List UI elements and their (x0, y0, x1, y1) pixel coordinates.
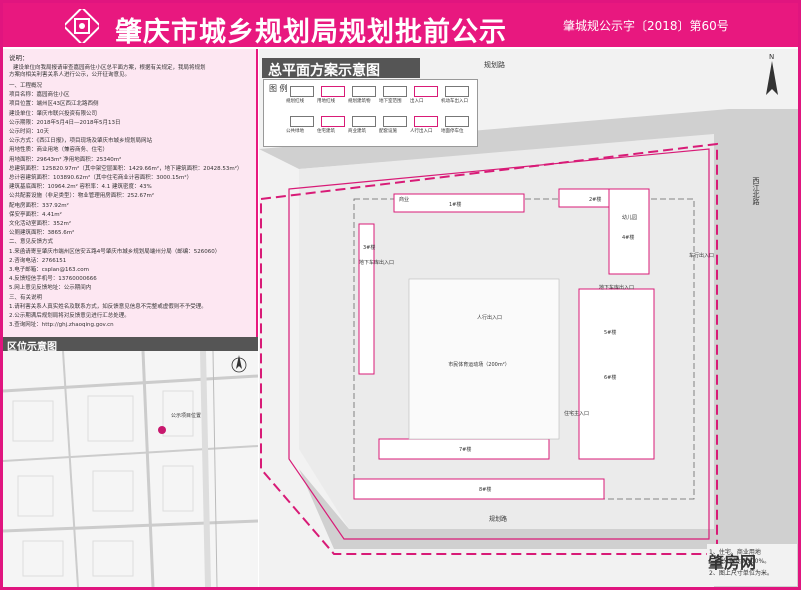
notice-intro-2: 方案向相关利害关系人进行公示，公开征询意见。 (9, 72, 131, 78)
building-labels: 1#楼2#楼3#楼4#楼5#楼6#楼7#楼8#楼商业幼儿园地下车库出入口地下车库… (359, 196, 714, 493)
legend-label: 住宅建筑 (317, 129, 335, 134)
document-number: 肇城规公示字〔2018〕第60号 (563, 19, 729, 33)
note-3: 2、图上尺寸单位为米。 (709, 569, 773, 577)
legend-swatch (383, 86, 407, 97)
notice-item: 公厕建筑面积：3865.6m² (9, 230, 75, 237)
plan-label: 地下车库出入口 (359, 259, 394, 266)
notice-item: 三、有关说明 (9, 294, 43, 301)
legend-swatch (352, 86, 376, 97)
location-section-title: 区位示意图 (7, 342, 57, 353)
plan-label: 地下车库出入口 (599, 284, 634, 291)
watermark-text: 肇房网 (708, 553, 757, 572)
north-label: N (769, 53, 774, 61)
legend-label: 公共绿地 (286, 129, 304, 134)
legend-label: 商业建筑 (348, 129, 366, 134)
plan-label: 2#楼 (589, 196, 601, 203)
notice-item: 公示期限：2018年5月4日—2018年5月13日 (9, 119, 121, 126)
legend-swatch (383, 116, 407, 127)
notice-item: 公示方式：《西江日报》，项目现场及肇庆市城乡规划局网站 (9, 138, 153, 145)
notice-item: 总建筑面积：125820.97m²（其中架空层面积：1429.66m²，地下建筑… (9, 165, 243, 172)
legend-label: 出入口 (410, 99, 424, 104)
plan-label: 住宅主入口 (564, 410, 589, 417)
road-south-label: 规划路 (489, 515, 507, 523)
plan-label: 4#楼 (622, 234, 634, 241)
header-bar: 肇庆市城乡规划局规划批前公示 肇城规公示字〔2018〕第60号 (3, 3, 798, 48)
plan-section-title: 总平面方案示意图 (268, 63, 380, 79)
notice-item: 1.来函请寄至肇庆市端州区信安五路4号肇庆市城乡规划局端州分局（邮编：52606… (9, 248, 221, 255)
plan-label: 幼儿园 (622, 214, 637, 221)
notice-item: 项目位置：端州区43区西江北路西侧 (9, 101, 99, 108)
center-label: 市民体育运动场（200m²） (448, 361, 509, 368)
notice-item: 总计容建筑面积：103890.62m²（其中住宅商业计容面积：3000.15m²… (9, 175, 193, 181)
legend-label: 规划建筑物 (348, 99, 371, 104)
notice-item: 文化活动室面积：352m² (9, 221, 72, 227)
notice-item: 配电房面积：337.92m² (9, 202, 69, 209)
legend-swatch (445, 116, 469, 127)
plan-label: 1#楼 (449, 201, 461, 208)
notice-item: 建设单位：肇庆市联兴投资有限公司 (9, 110, 98, 117)
notice-item: 建筑基底面积：10964.2m² 容积率：4.1 建筑密度：43% (9, 184, 152, 191)
plan-label: 车行出入口 (689, 252, 714, 259)
page-title: 肇庆市城乡规划局规划批前公示 (115, 17, 507, 48)
legend-swatch (352, 116, 376, 127)
notice-item: 一、工程概况 (9, 83, 43, 89)
notice-item: 3.电子邮箱：csplan@163.com (9, 267, 90, 273)
notice-item: 项目名称：嘉园商住小区 (9, 92, 70, 99)
plan-label: 5#楼 (604, 329, 616, 336)
note-2: 应分别达到100%。 (717, 557, 770, 565)
notice-item: 二、意见反馈方式 (9, 239, 54, 246)
plan-label: 3#楼 (363, 244, 375, 251)
legend-swatch (321, 86, 345, 97)
legend-title: 图 例 (269, 84, 288, 93)
notice-heading: 说明： (9, 54, 29, 62)
legend-label: 用地红线 (317, 99, 335, 104)
emblem-icon (65, 9, 99, 43)
notice-item: 3.查询网址：http://ghj.zhaoqing.gov.cn (9, 322, 114, 329)
site-marker (158, 426, 166, 434)
legend-swatch (445, 86, 469, 97)
site-label: 公示项目位置 (171, 412, 201, 419)
notice-item: 保安亭面积：4.41m² (9, 211, 62, 218)
plan-label: 人行出入口 (477, 314, 502, 321)
legend-swatch (414, 116, 438, 127)
legend-label: 地面停车位 (441, 129, 464, 134)
legend-label: 配套设施 (379, 129, 397, 134)
legend-label: 人行出入口 (410, 129, 433, 134)
plan-section-bar: 总平面方案示意图 (262, 58, 420, 79)
north-arrow-icon: N (766, 53, 778, 95)
road-north-label: 规划路 (484, 60, 505, 69)
notice-item: 2.公示期满后规划局将对反馈意见进行汇总处理。 (9, 313, 130, 319)
road-east-label: 西江北路 (752, 177, 760, 206)
plan-label: 7#楼 (459, 446, 471, 453)
notice-item: 用地性质：商业用地（兼容商务、住宅） (9, 147, 109, 154)
notice-item: 1.请利害关系人真实姓名及联系方式，如反馈意见信息不完整或虚假则不予受理。 (9, 303, 207, 310)
plan-label: 商业 (399, 196, 409, 203)
notice-item: 用地面积：29643m² 净用地面积：25340m² (9, 156, 122, 163)
notice-intro-1: 建设单位向我局报请审查嘉园商住小区总平面方案，根据有关规定，我局将规划 (13, 65, 206, 71)
legend-label: 机动车出入口 (441, 99, 468, 104)
legend-swatch (290, 116, 314, 127)
notice-item: 4.反馈短信手机号：13760000666 (9, 276, 97, 283)
plan-label: 8#楼 (479, 486, 491, 493)
legend-swatch (290, 86, 314, 97)
location-section-bar: 区位示意图 (3, 337, 258, 353)
location-map: 公示项目位置 (3, 351, 258, 587)
legend-swatch (414, 86, 438, 97)
legend-box: 图 例 规划红线 用地红线 规划建筑物 地下室范围 出入口 机动车出入口公共绿地 住宅建筑 商… (263, 79, 478, 147)
legend-label: 规划红线 (286, 99, 304, 104)
note-1: 1、住宅、商业用地 (709, 548, 761, 556)
legend-label: 地下室范围 (379, 99, 402, 104)
location-north-arrow (231, 355, 247, 373)
location-map-drawing: 公示项目位置 (3, 351, 258, 587)
notice-item: 公共配套设施（非足类型）：物业管理用房面积：252.67m² (9, 193, 155, 200)
legend-swatch (321, 116, 345, 127)
plan-label: 6#楼 (604, 374, 616, 381)
notice-item: 公示时间：10天 (9, 129, 49, 135)
notice-item: 2.咨询电话：2766151 (9, 257, 67, 264)
notice-panel: 说明： 建设单位向我局报请审查嘉园商住小区总平面方案，根据有关规定，我局将规划 … (3, 49, 258, 337)
notice-item: 5.网上意见反馈地址：公示期间内 (9, 285, 92, 292)
